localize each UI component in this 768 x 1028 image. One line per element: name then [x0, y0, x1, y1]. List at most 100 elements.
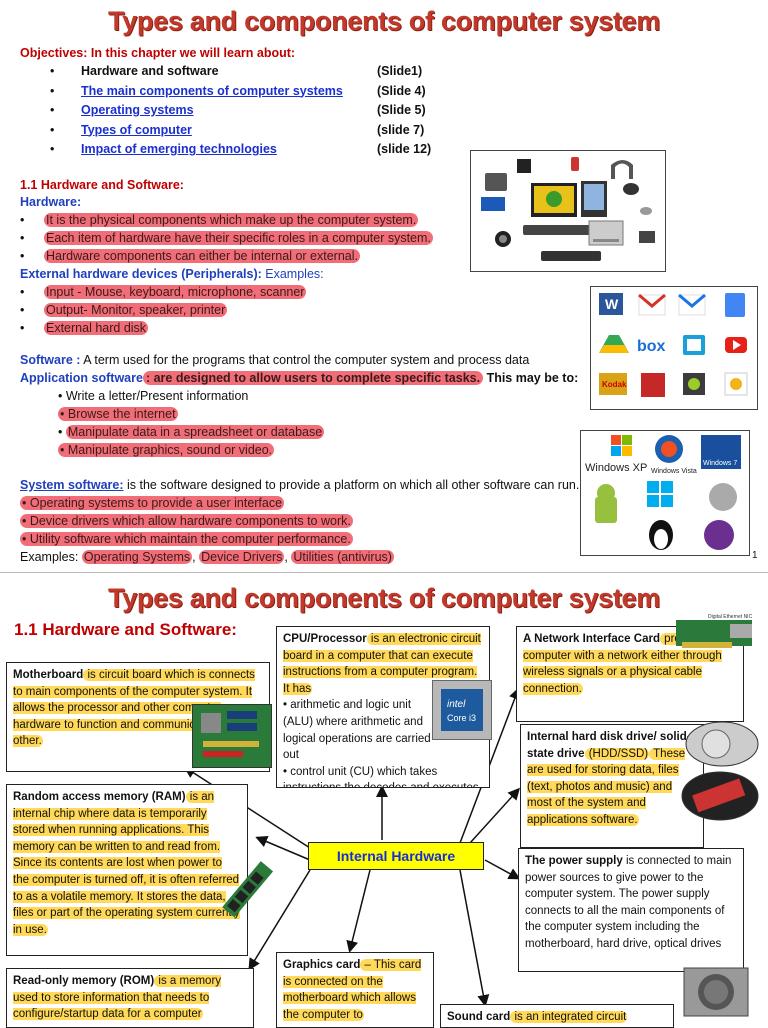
objective-item[interactable]: • Impact of emerging technologies (slide… [50, 142, 432, 156]
objective-slide: (Slide1) [377, 64, 423, 78]
objective-link[interactable]: The main components of computer systems [81, 83, 343, 98]
ram-head: Random access memory (RAM) [13, 791, 186, 803]
objective-link[interactable]: Types of computer [81, 122, 192, 137]
objectives-intro: In this chapter we will learn about: [90, 46, 296, 60]
motherboard-head: Motherboard [13, 669, 84, 681]
motherboard-image [192, 704, 272, 768]
software-def-text: A term used for the programs that contro… [83, 353, 530, 367]
rom-head: Read-only memory (ROM) [13, 975, 155, 987]
hardware-point: Each item of hardware have their specifi… [44, 231, 433, 245]
graphics-head: Graphics card [283, 959, 361, 971]
cpu-point: • arithmetic and logic unit (ALU) where … [283, 699, 431, 762]
cpu-chip-model: Core i3 [447, 713, 476, 723]
app-def-text: : are designed to allow users to complet… [142, 371, 484, 385]
external-point: Output- Monitor, speaker, printer [44, 303, 228, 317]
system-list: • Operating systems to provide a user in… [20, 496, 353, 546]
cpu-head: CPU/Processor [283, 633, 367, 645]
hardware-point: It is the physical components which make… [44, 213, 419, 227]
nic-caption: Digital Ethernet NIC [708, 614, 753, 620]
example-item: Utilities (antivirus) [291, 550, 394, 564]
page2-title: Types and components of computer system [108, 583, 660, 613]
psu-box: The power supply is connected to main po… [518, 848, 744, 972]
system-point: Operating systems to provide a user inte… [29, 496, 283, 510]
hardware-point: Hardware components can either be intern… [44, 249, 360, 263]
cpu-chip-brand: intel [447, 699, 466, 710]
software-definition: Software : A term used for the programs … [20, 351, 600, 369]
graphics-box: Graphics card – This card is connected o… [276, 952, 434, 1028]
objective-slide: (Slide 4) [377, 83, 426, 98]
objective-item[interactable]: • The main components of computer system… [50, 83, 426, 98]
psu-head: The power supply [525, 855, 623, 867]
objectives-label: Objectives: [20, 46, 88, 60]
os-logos-image: Windows XP Windows Vista Windows 7 [580, 430, 750, 556]
os-logo-label: Windows Vista [651, 468, 697, 475]
system-point: Utility software which maintain the comp… [29, 532, 351, 546]
external-label: External hardware devices (Peripherals): [20, 267, 262, 281]
example-item: Operating Systems [81, 550, 193, 564]
hardware-collage-image [470, 150, 666, 272]
system-def-text: is the software designed to provide a pl… [127, 478, 580, 492]
rom-box: Read-only memory (ROM) is a memory used … [6, 968, 254, 1028]
objective-link[interactable]: Impact of emerging technologies [81, 142, 277, 156]
system-point: Device drivers which allow hardware comp… [29, 514, 351, 528]
application-definition: Application software: are designed to al… [20, 369, 600, 387]
svg-text:Kodak: Kodak [602, 380, 627, 389]
cpu-point: • control unit (CU) which takes instruct… [283, 765, 479, 787]
system-label: System software: [20, 478, 124, 492]
hdd-box: Internal hard disk drive/ solid-state dr… [520, 724, 704, 848]
page-title: Types and components of computer system [108, 6, 660, 36]
external-heading: External hardware devices (Peripherals):… [20, 265, 324, 283]
external-examples: Examples: [265, 267, 324, 281]
app-list: • Write a letter/Present information • B… [58, 389, 325, 457]
svg-text:W: W [605, 296, 619, 312]
nic-head: A Network Interface Card [523, 633, 660, 645]
sound-box: Sound card is an integrated circuit [440, 1004, 674, 1028]
hdd-abbr: (HDD/SSD) [584, 747, 650, 760]
objective-slide: (slide 12) [377, 142, 432, 156]
examples-label: Examples: [20, 550, 79, 564]
example-item: Device Drivers [199, 550, 285, 564]
objective-item: • Hardware and software (Slide1) [50, 64, 423, 78]
objectives-line: Objectives: In this chapter we will lear… [20, 44, 295, 62]
ram-image [214, 856, 280, 924]
sound-text: is an integrated circuit [510, 1011, 628, 1023]
objective-item[interactable]: • Types of computer (slide 7) [50, 122, 425, 137]
page-divider [0, 572, 768, 573]
section-heading: 1.1 Hardware and Software: [20, 178, 184, 192]
cpu-box: CPU/Processor is an electronic circuit b… [276, 626, 490, 788]
app-icons-image: W box Kodak [590, 286, 758, 410]
software-label: Software : [20, 353, 81, 367]
hardware-label: Hardware: [20, 195, 82, 209]
hardware-list: •It is the physical components which mak… [20, 213, 433, 263]
hdd-head: Internal hard disk drive/ solid-state dr… [527, 731, 691, 760]
examples-line: Examples: Operating Systems, Device Driv… [20, 550, 394, 564]
objective-slide: (slide 7) [377, 122, 425, 137]
objective-item[interactable]: • Operating systems (Slide 5) [50, 103, 426, 117]
ram-text: is an internal chip where data is tempor… [13, 791, 240, 936]
external-point: External hard disk [44, 321, 149, 335]
system-definition: System software: is the software designe… [20, 476, 620, 494]
app-def-suffix: This may be to: [486, 371, 579, 385]
objective-link[interactable]: Operating systems [81, 103, 194, 117]
app-point: Write a letter/Present information [65, 389, 249, 403]
objective-slide: (Slide 5) [377, 103, 426, 117]
objective-text: Hardware and software [81, 64, 219, 78]
app-point: Browse the internet [67, 407, 176, 421]
external-list: •Input - Mouse, keyboard, microphone, sc… [20, 285, 307, 335]
app-point: Manipulate graphics, sound or video. [67, 443, 273, 457]
ram-box: Random access memory (RAM) is an interna… [6, 784, 248, 956]
os-logo-label: Windows 7 [703, 460, 737, 467]
objectives-list: • Hardware and software (Slide1) • The m… [50, 62, 470, 160]
hdd-image [680, 720, 762, 824]
svg-text:box: box [637, 338, 666, 355]
psu-text: is connected to main power sources to gi… [525, 855, 732, 950]
app-label: Application software [20, 371, 143, 385]
os-logo-label: Windows XP [585, 462, 647, 474]
sound-head: Sound card [447, 1011, 511, 1023]
psu-image [680, 964, 752, 1020]
page2-section-heading: 1.1 Hardware and Software: [14, 620, 237, 639]
internal-hardware-center: Internal Hardware [308, 842, 484, 870]
external-point: Input - Mouse, keyboard, microphone, sca… [44, 285, 307, 299]
nic-image: Digital Ethernet NIC [672, 610, 762, 656]
